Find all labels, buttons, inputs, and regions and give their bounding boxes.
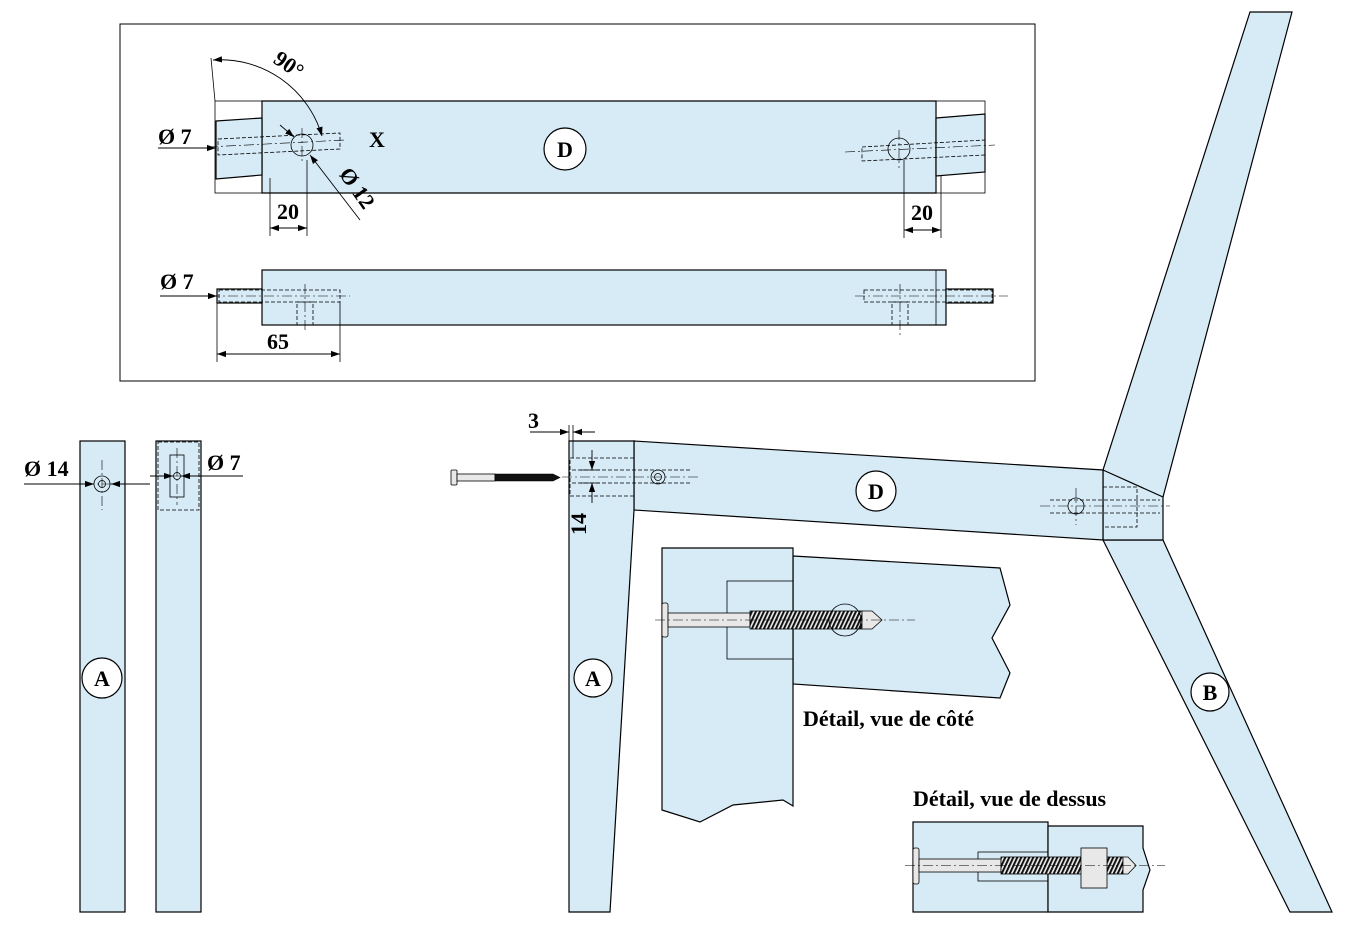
screw-head	[450, 469, 458, 486]
centerline-left	[207, 139, 346, 148]
angle-arc	[212, 56, 323, 137]
part-d-label: D	[557, 137, 573, 162]
tenon-right	[935, 113, 986, 177]
dim20r-label: 20	[911, 200, 933, 225]
detail-side-view: Détail, vue de côté	[655, 547, 1011, 823]
leg-a-front-circle	[81, 657, 123, 699]
dia12-leader	[309, 154, 361, 221]
detail-top-caption: Détail, vue de dessus	[913, 786, 1107, 811]
leg-a-mortise	[569, 457, 635, 497]
dia7-label: Ø 7	[158, 124, 192, 149]
part-d-circle	[543, 127, 587, 171]
dim3-label: 3	[528, 408, 539, 433]
detail-leg	[661, 547, 794, 823]
panel-frame	[119, 23, 1036, 382]
leg-a-assembly-circle	[573, 658, 613, 698]
leg-a-front-label: A	[94, 666, 110, 691]
detail-rail	[792, 555, 1011, 699]
dim65-label: 65	[267, 329, 289, 354]
leg-side-dia7-label: Ø 7	[207, 450, 241, 475]
detail-top-view: Détail, vue de dessus	[905, 786, 1165, 913]
dim14-label: 14	[566, 513, 591, 535]
rail-d-tenon-mortise	[1102, 486, 1138, 528]
dia14-label: Ø 14	[24, 456, 69, 481]
part-d-top-view: 90° Ø 7 Ø 12 X D 20 20	[158, 45, 996, 238]
part-d-side-view: Ø 7 65	[160, 269, 1008, 362]
assembly-view: B D A 3 14	[450, 11, 1333, 913]
channel-right	[861, 139, 986, 162]
leg-b-circle	[1190, 672, 1230, 712]
dia12-leader-b	[279, 124, 295, 138]
angle-label: 90°	[269, 45, 309, 83]
leg-a-views: Ø 14 A Ø 7	[24, 440, 243, 913]
screw-thread	[494, 473, 561, 482]
detail-top-nut	[1080, 847, 1108, 889]
dim20l-label: 20	[277, 199, 299, 224]
tenon-left	[215, 117, 263, 180]
detail-side-caption: Détail, vue de côté	[803, 706, 974, 731]
screw-shank	[456, 473, 496, 482]
rail-d-label: D	[868, 479, 884, 504]
part-d-side-body	[261, 269, 947, 326]
side-dia7-label: Ø 7	[160, 269, 194, 294]
marker-x: X	[369, 127, 385, 152]
leg-a-side	[155, 440, 202, 913]
centerline-right	[844, 144, 996, 153]
rail-d-circle	[855, 470, 897, 512]
leg-a-assembly-label: A	[585, 666, 601, 691]
detail-top-screw-head	[912, 847, 920, 885]
angle-ext	[210, 57, 216, 102]
leg-b-label: B	[1203, 680, 1218, 705]
leg-b-upper	[1101, 11, 1293, 541]
part-d-views-panel: 90° Ø 7 Ø 12 X D 20 20	[119, 23, 1036, 382]
